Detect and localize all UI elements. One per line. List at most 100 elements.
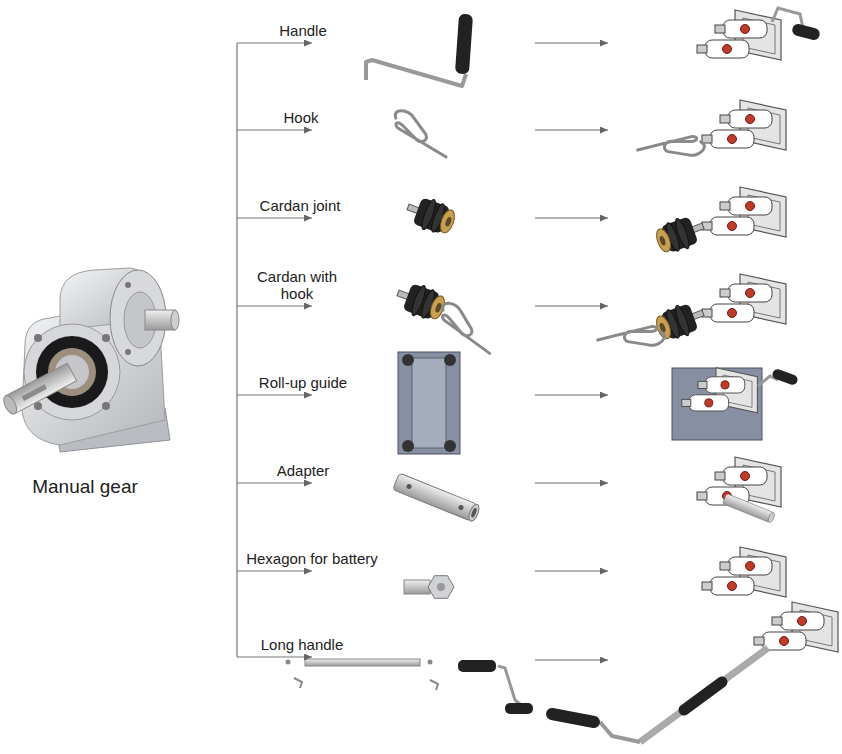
gear-unit: [697, 10, 781, 60]
face-bolt: [34, 334, 42, 342]
rubber-grip: [684, 682, 722, 710]
option-label: Cardan joint: [240, 197, 360, 214]
crank-grip: [791, 23, 821, 42]
adapter-result: [697, 457, 781, 523]
branch-connector: [237, 394, 312, 395]
branch-connector: [237, 482, 312, 483]
gear-node: Manual gear: [0, 20, 237, 680]
pin: [286, 660, 291, 665]
hexagon-result: [702, 547, 786, 597]
branch-connector: [237, 42, 312, 43]
gear-unit: [754, 602, 838, 652]
extension-bar: [640, 648, 768, 742]
pin-hole: [406, 483, 413, 490]
cardan-hook-part: [393, 278, 502, 353]
adapter: [723, 494, 776, 524]
hook-result: [638, 100, 786, 173]
handle-part: [366, 14, 473, 86]
crank-grip: [552, 714, 594, 722]
hex-center: [437, 583, 445, 591]
connector-group: [237, 43, 312, 657]
adapter-part: [393, 473, 481, 523]
crank-grip: [771, 368, 799, 386]
accessory-node: Hexagon for battery: [312, 531, 502, 611]
rubber-grip: [458, 660, 496, 672]
branch-connector: [237, 129, 312, 130]
shaft-key: [22, 384, 47, 401]
clip: [430, 680, 438, 690]
branch-connector: [237, 305, 312, 306]
handle-result: [697, 8, 821, 60]
option-label: Adapter: [243, 462, 363, 479]
guide-wheel: [444, 440, 456, 452]
result-arrow: [535, 42, 608, 43]
result-arrow: [535, 570, 608, 571]
guide-plate: [398, 352, 460, 454]
gear-unit: [702, 100, 786, 150]
result-arrow: [535, 394, 608, 395]
face-bolt: [102, 334, 110, 342]
gear-unit: [702, 274, 786, 324]
cardan: [652, 211, 708, 257]
tree-bracket: [236, 43, 237, 657]
branch-connector: [237, 570, 312, 571]
pin-hole: [458, 504, 465, 511]
branch-connector: [237, 656, 312, 657]
hexagon-part: [404, 576, 454, 599]
result-arrow: [535, 659, 608, 660]
result-arrows: [535, 43, 608, 660]
pin: [428, 660, 433, 665]
guide-wheel: [402, 354, 414, 366]
cardan: [652, 298, 708, 344]
crank-grip: [455, 14, 473, 75]
manual-gear-photo: [1, 268, 179, 452]
output-shaft-end: [1, 394, 19, 416]
tube-end: [767, 512, 775, 524]
crank-rod: [600, 722, 640, 742]
adapter-tube: [393, 473, 478, 521]
branch-connector: [237, 217, 312, 218]
hook: [434, 300, 502, 353]
tube-end: [467, 503, 481, 523]
option-label: Hexagon for battery: [227, 550, 397, 567]
guide-wheel: [402, 440, 414, 452]
hook-part: [388, 108, 456, 157]
guide-part: [398, 352, 460, 454]
option-label: Cardan with hook: [250, 268, 345, 302]
cardan-result: [652, 187, 786, 257]
result-arrow: [535, 217, 608, 218]
guide-plate: [672, 368, 762, 440]
cardan: [393, 278, 449, 324]
accessory-node: Cardan with hook: [312, 266, 502, 346]
input-shaft-end: [171, 310, 179, 330]
accessory-node: Cardan joint: [312, 178, 502, 258]
result-arrow: [535, 129, 608, 130]
hex-nut: [428, 576, 454, 599]
cardan-hook-result: [598, 274, 786, 363]
hex-shaft: [404, 580, 430, 594]
result-arrow: [535, 305, 608, 306]
guide-result: [672, 368, 799, 440]
accessory-node: Hook: [312, 90, 502, 170]
face-bolt: [102, 402, 110, 410]
clip: [294, 678, 302, 688]
hook: [638, 128, 707, 173]
cardan-part: [403, 192, 459, 238]
option-label: Roll-up guide: [243, 374, 363, 391]
tube-bore: [470, 507, 477, 518]
photo-caption: Manual gear: [0, 476, 170, 498]
adapter-tube: [723, 494, 774, 523]
flange-bolt: [125, 282, 131, 288]
crank-grip: [505, 703, 533, 714]
gear-unit: [702, 187, 786, 237]
option-label: Hook: [241, 109, 361, 126]
option-label: Handle: [243, 22, 363, 39]
accessory-node: Adapter: [312, 443, 502, 523]
guide-rail: [412, 358, 446, 448]
extension-bar: [305, 659, 420, 666]
accessory-node: Long handle: [312, 617, 502, 697]
